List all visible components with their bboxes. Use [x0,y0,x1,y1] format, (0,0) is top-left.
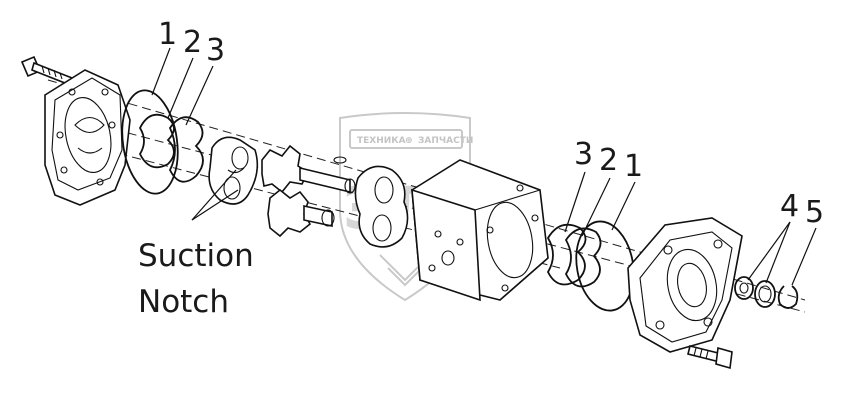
left-seal-ring-2 [138,113,175,169]
watermark-text-right: ЗАПЧАСТИ [418,136,473,146]
driven-gear [267,188,335,238]
snap-ring-5 [777,285,799,309]
right-wear-plate [354,165,409,248]
gear-housing [411,159,549,302]
left-seal-ring-3 [168,116,204,183]
callout-right-5: 5 [805,195,824,230]
leader-lines [151,47,817,286]
note-suction: Suction [138,238,254,274]
right-seal-ring-2 [564,227,602,288]
left-wear-plate [208,136,259,205]
callout-right-2: 2 [599,143,618,178]
shaft-seal-4 [754,280,776,308]
right-mounting-flange [627,217,743,353]
left-bolt [20,55,73,87]
svg-text:⊕: ⊕ [405,136,413,146]
right-seal-ring-1 [575,220,635,312]
callout-left-2: 2 [183,25,202,60]
right-bolt [687,345,733,370]
callout-left-3: 3 [206,33,225,68]
shaft-washer-4 [734,276,754,300]
drive-gear [261,144,356,194]
callout-right-1: 1 [624,149,643,184]
callout-left-1: 1 [158,17,177,52]
left-end-cover [44,69,131,206]
callout-right-4: 4 [780,189,799,224]
right-seal-ring-3 [546,223,587,286]
note-notch: Notch [138,284,229,320]
callout-right-3: 3 [574,137,593,172]
watermark-text-left: ТЕХНИКА [357,136,406,146]
left-seal-ring-1 [121,89,179,195]
